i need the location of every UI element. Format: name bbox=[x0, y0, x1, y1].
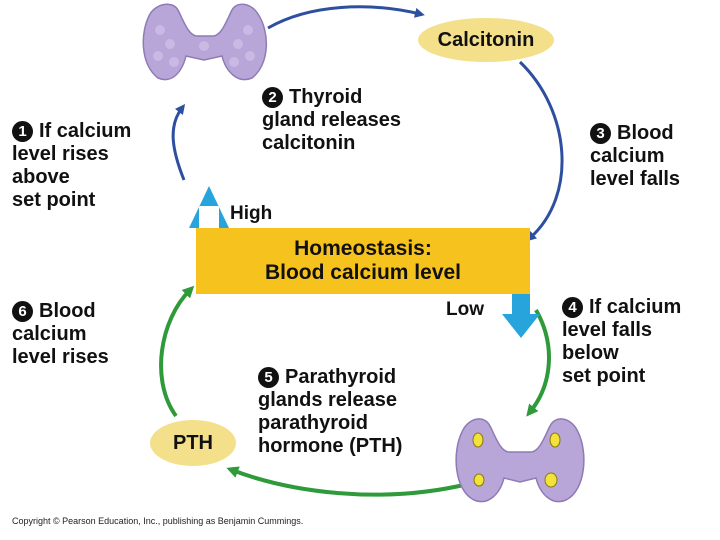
arrow-rise-to-thyroid bbox=[171, 104, 186, 181]
step-text: Blood bbox=[39, 300, 96, 322]
step-text: above bbox=[12, 166, 70, 188]
arrow-calcitonin-to-box bbox=[518, 60, 564, 242]
step-3: 3 Blood calcium level falls bbox=[590, 122, 680, 191]
step-1: 1 If calcium level rises above set point bbox=[12, 120, 131, 212]
calcitonin-label: Calcitonin bbox=[418, 18, 554, 62]
step-text: gland releases bbox=[262, 109, 401, 131]
step-text: calcitonin bbox=[262, 132, 356, 154]
homeostasis-box: Homeostasis: Blood calcium level bbox=[196, 228, 530, 294]
step-text: below bbox=[562, 342, 619, 364]
homeostasis-subtitle: Blood calcium level bbox=[264, 261, 462, 284]
arrow-parathyroid-to-pth bbox=[226, 466, 469, 497]
arrow-thyroid-to-calcitonin bbox=[267, 5, 425, 30]
step-text: hormone (PTH) bbox=[258, 435, 403, 457]
high-arrow-icon bbox=[189, 186, 229, 228]
arrow-fall-to-parathyroid bbox=[526, 309, 551, 417]
step-text: Thyroid bbox=[289, 86, 363, 108]
step-text: level rises bbox=[12, 143, 109, 165]
step-text: parathyroid bbox=[258, 412, 369, 434]
step-text: level falls bbox=[590, 168, 681, 190]
step-2: 2 Thyroid gland releases calcitonin bbox=[262, 86, 401, 155]
arrow-pth-to-box bbox=[159, 285, 195, 418]
step-text: level falls bbox=[562, 319, 653, 341]
step-number: 5 bbox=[258, 367, 279, 388]
homeostasis-title: Homeostasis: bbox=[294, 237, 432, 260]
step-text: level rises bbox=[12, 346, 109, 368]
step-text: If calcium bbox=[589, 296, 682, 318]
low-arrow-icon bbox=[502, 294, 540, 338]
step-text: set point bbox=[12, 189, 96, 211]
step-text: If calcium bbox=[39, 120, 132, 142]
step-number: 3 bbox=[590, 123, 611, 144]
step-text: calcium bbox=[590, 145, 665, 167]
step-text: calcium bbox=[12, 323, 87, 345]
step-4: 4 If calcium level falls below set point bbox=[562, 296, 681, 388]
step-6: 6 Blood calcium level rises bbox=[12, 300, 109, 369]
copyright-notice: Copyright © Pearson Education, Inc., pub… bbox=[12, 516, 304, 526]
step-text: Blood bbox=[617, 122, 674, 144]
high-label: High bbox=[230, 203, 273, 224]
step-text: glands release bbox=[258, 389, 397, 411]
step-number: 1 bbox=[12, 121, 33, 142]
low-label: Low bbox=[446, 299, 484, 320]
step-number: 4 bbox=[562, 297, 583, 318]
step-text: set point bbox=[562, 365, 646, 387]
step-number: 6 bbox=[12, 301, 33, 322]
step-number: 2 bbox=[262, 87, 283, 108]
pth-label: PTH bbox=[150, 420, 236, 466]
step-text: Parathyroid bbox=[285, 366, 397, 388]
